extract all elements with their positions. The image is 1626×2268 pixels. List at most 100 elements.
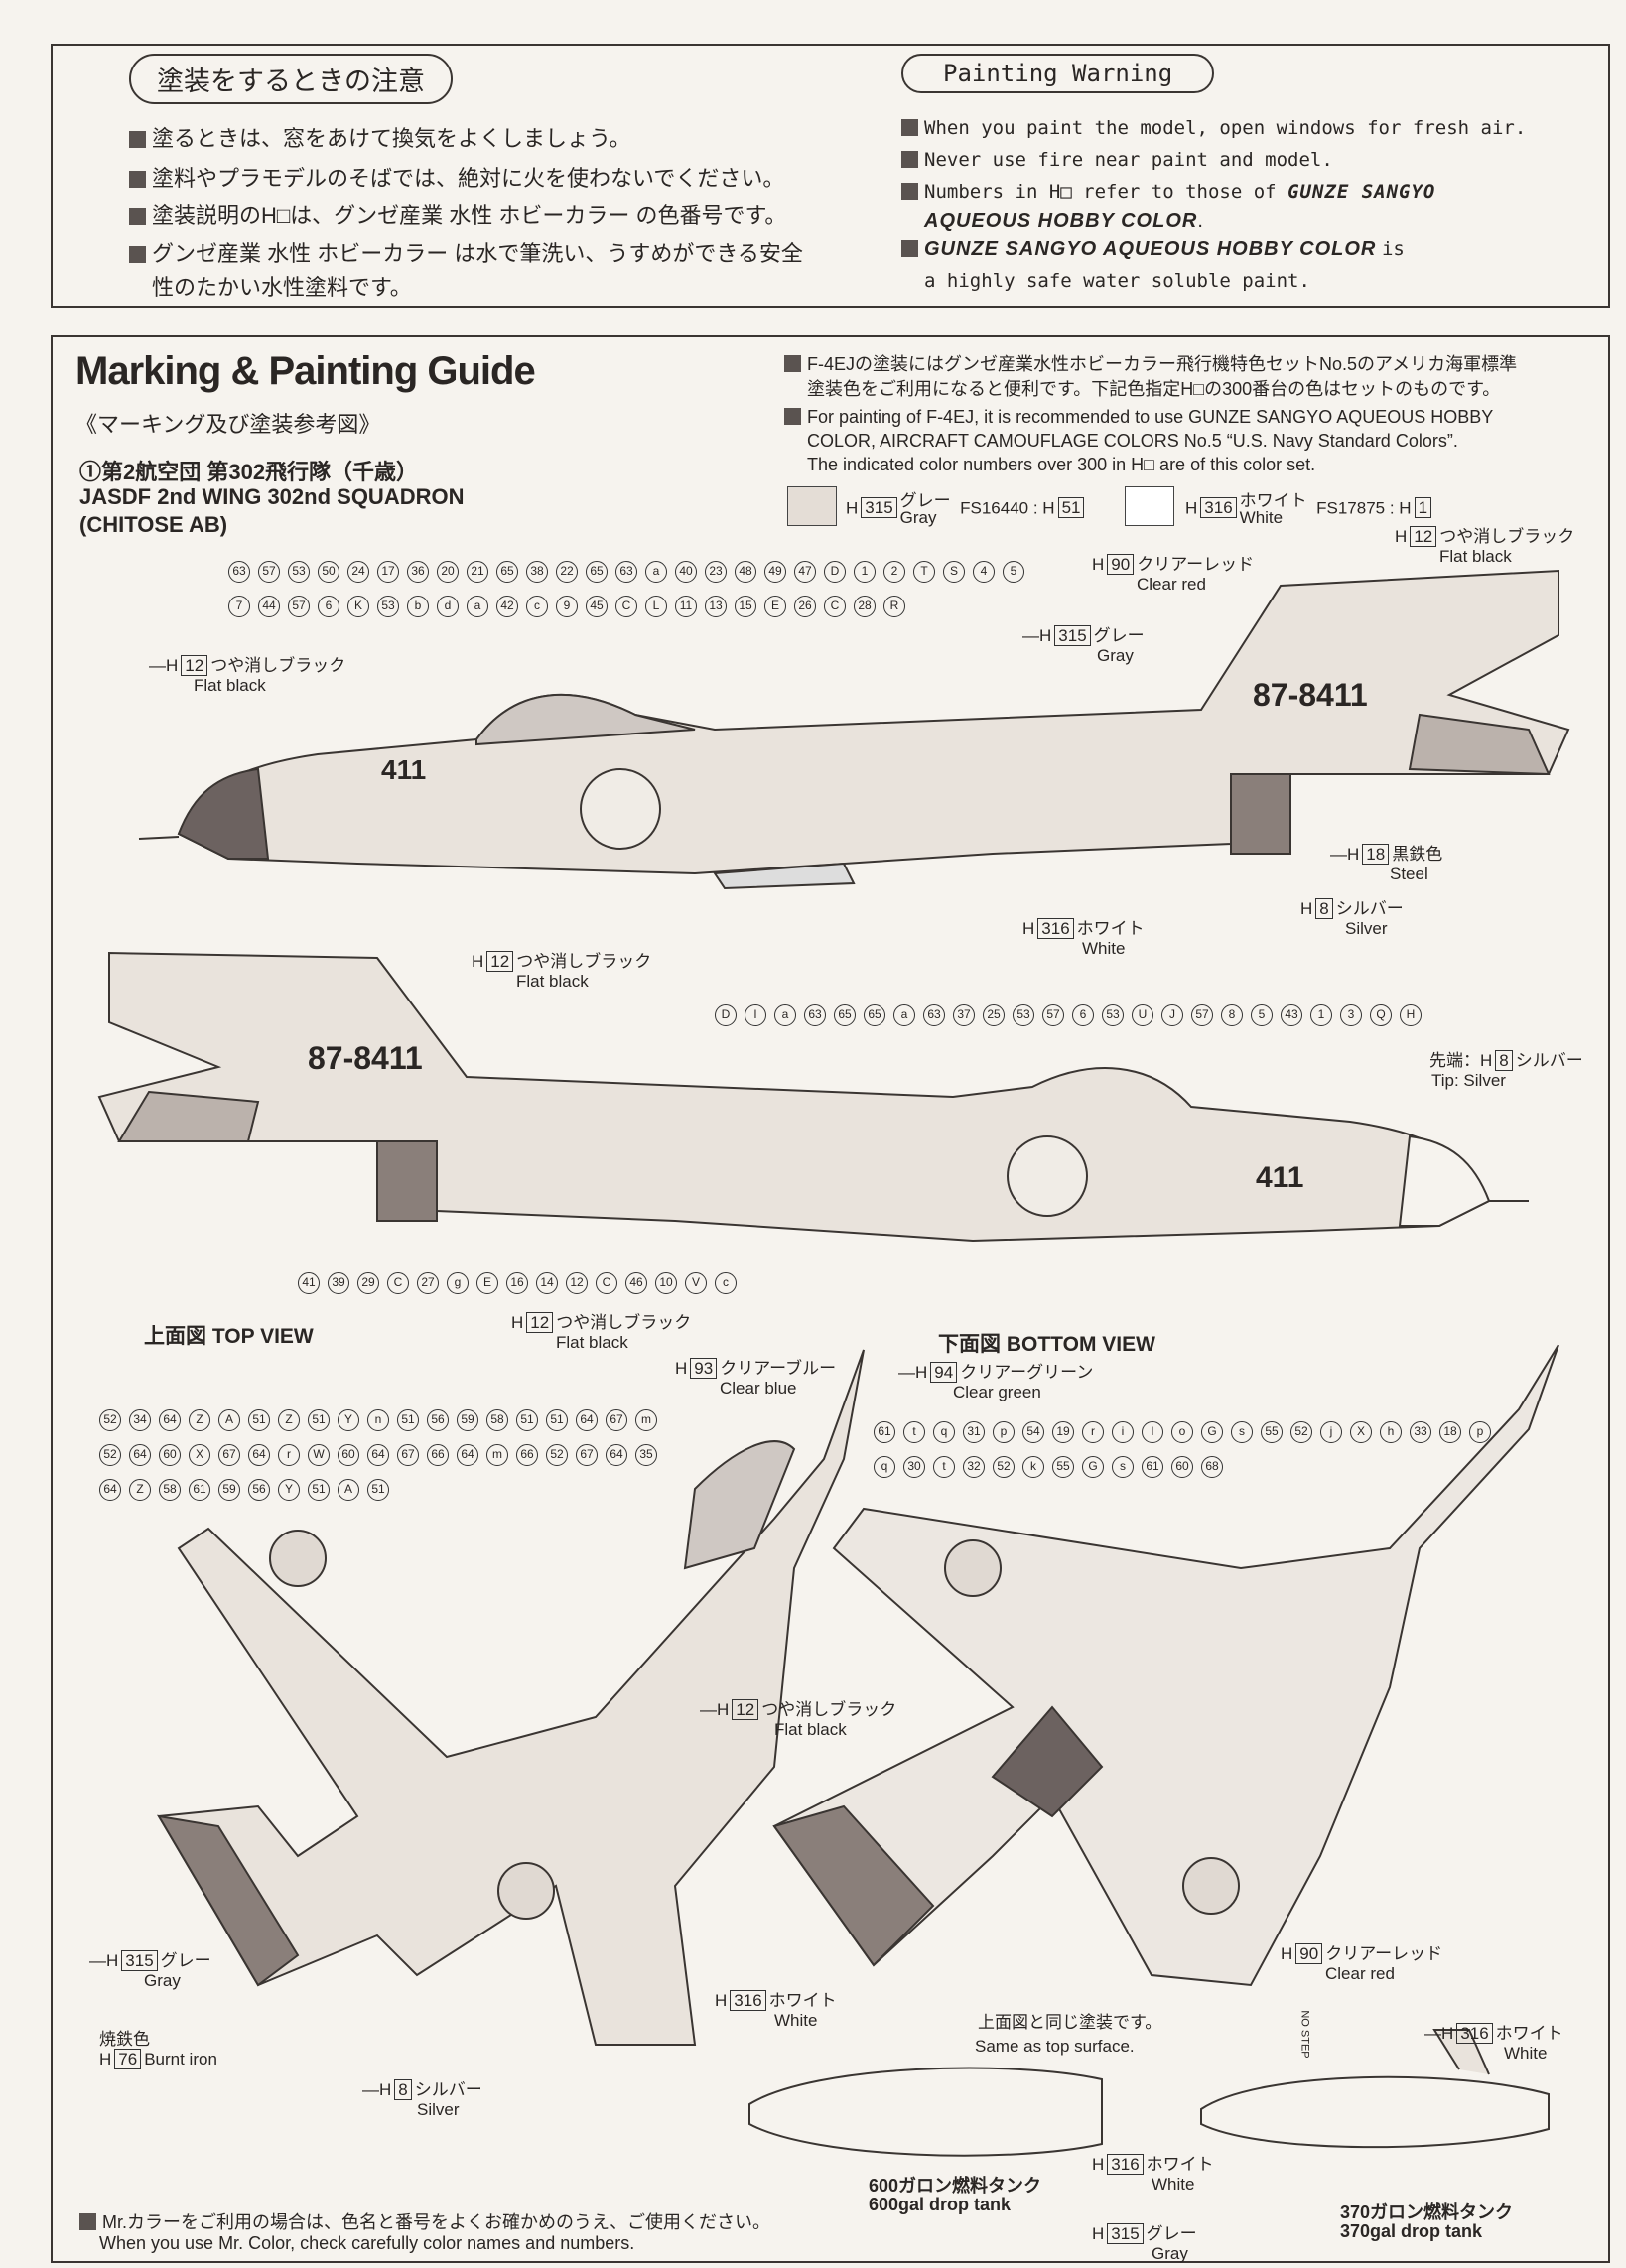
callout-27: 27 xyxy=(417,1272,439,1294)
callout-61: 61 xyxy=(874,1421,895,1443)
callout-15: 15 xyxy=(735,596,756,617)
callout-h: h xyxy=(1380,1421,1402,1443)
nose-code-2: 411 xyxy=(1256,1161,1304,1194)
callout-C: C xyxy=(387,1272,409,1294)
note-jp-2: 塗装色をご利用になると便利です。下記色指定H□の300番台の色はセットのものです… xyxy=(807,379,1501,399)
callout-52: 52 xyxy=(1290,1421,1312,1443)
callout-67: 67 xyxy=(576,1444,598,1466)
callout-25: 25 xyxy=(983,1004,1005,1026)
callout-53: 53 xyxy=(1013,1004,1034,1026)
callout-51: 51 xyxy=(308,1409,330,1431)
bottom-view xyxy=(772,1344,1559,1987)
callout-67: 67 xyxy=(218,1444,240,1466)
warning-en-1: When you paint the model, open windows f… xyxy=(901,117,1526,139)
callout-34: 34 xyxy=(129,1409,151,1431)
callout-t: t xyxy=(903,1421,925,1443)
serial-tail-2: 87-8411 xyxy=(308,1040,423,1076)
callout-64: 64 xyxy=(457,1444,478,1466)
callout-60: 60 xyxy=(338,1444,359,1466)
callout-37: 37 xyxy=(953,1004,975,1026)
callout-65: 65 xyxy=(586,561,608,583)
callout-41: 41 xyxy=(298,1272,320,1294)
callout-38: 38 xyxy=(526,561,548,583)
callout-50: 50 xyxy=(318,561,339,583)
callout-55: 55 xyxy=(1052,1456,1074,1478)
callout-64: 64 xyxy=(129,1444,151,1466)
callout-61: 61 xyxy=(189,1479,210,1501)
callout-58: 58 xyxy=(159,1479,181,1501)
callout-32: 32 xyxy=(963,1456,985,1478)
callout-a: a xyxy=(467,596,488,617)
warning-title-jp: 塗装をするときの注意 xyxy=(129,54,453,104)
callout-E: E xyxy=(476,1272,498,1294)
callout-55: 55 xyxy=(1261,1421,1283,1443)
callout-S: S xyxy=(943,561,965,583)
callout-k: k xyxy=(1022,1456,1044,1478)
callout-a: a xyxy=(645,561,667,583)
callout-47: 47 xyxy=(794,561,816,583)
callout-i: i xyxy=(1112,1421,1134,1443)
swatch-gray xyxy=(787,486,837,526)
callout-16: 16 xyxy=(506,1272,528,1294)
nose-code-1: 411 xyxy=(381,754,427,785)
callout-64: 64 xyxy=(606,1444,627,1466)
callout-64: 64 xyxy=(576,1409,598,1431)
callout-2: 2 xyxy=(883,561,905,583)
callout-L: L xyxy=(645,596,667,617)
callout-43: 43 xyxy=(1281,1004,1302,1026)
callout-65: 65 xyxy=(864,1004,885,1026)
callout-51: 51 xyxy=(397,1409,419,1431)
callout-28: 28 xyxy=(854,596,876,617)
callout-4: 4 xyxy=(973,561,995,583)
callout-68: 68 xyxy=(1201,1456,1223,1478)
callout-g: g xyxy=(447,1272,469,1294)
callout-l: l xyxy=(745,1004,766,1026)
callout-X: X xyxy=(189,1444,210,1466)
callout-64: 64 xyxy=(159,1409,181,1431)
serial-tail-1: 87-8411 xyxy=(1253,677,1368,713)
warning-en-6: a highly safe water soluble paint. xyxy=(924,270,1310,292)
callout-63: 63 xyxy=(804,1004,826,1026)
callout-q: q xyxy=(874,1456,895,1478)
callout-52: 52 xyxy=(99,1444,121,1466)
unit-jp: ①第2航空団 第302飛行隊（千歳） xyxy=(79,460,419,484)
callout-C: C xyxy=(615,596,637,617)
callout-36: 36 xyxy=(407,561,429,583)
callout-Y: Y xyxy=(338,1409,359,1431)
callout-R: R xyxy=(883,596,905,617)
no-step-label: NO STEP xyxy=(1298,2010,1311,2059)
callout-64: 64 xyxy=(99,1479,121,1501)
note-en-1: For painting of F-4EJ, it is recommended… xyxy=(784,407,1493,428)
callout-p: p xyxy=(993,1421,1015,1443)
callout-m: m xyxy=(635,1409,657,1431)
callout-p: p xyxy=(1469,1421,1491,1443)
callout-3: 3 xyxy=(1340,1004,1362,1026)
callout-7: 7 xyxy=(228,596,250,617)
callout-A: A xyxy=(338,1479,359,1501)
callout-66: 66 xyxy=(516,1444,538,1466)
callout-19: 19 xyxy=(1052,1421,1074,1443)
callout-57: 57 xyxy=(288,596,310,617)
callout-n: n xyxy=(367,1409,389,1431)
callout-T: T xyxy=(913,561,935,583)
callout-Y: Y xyxy=(278,1479,300,1501)
note-en-2: COLOR, AIRCRAFT CAMOUFLAGE COLORS No.5 “… xyxy=(807,431,1458,451)
warning-box xyxy=(51,44,1610,308)
swatch-white xyxy=(1125,486,1174,526)
callout-65: 65 xyxy=(834,1004,856,1026)
